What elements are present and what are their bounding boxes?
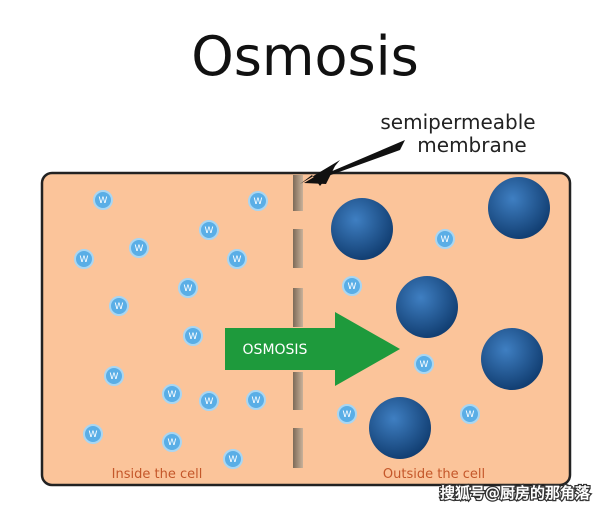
svg-text:W: W (80, 255, 89, 265)
membrane-segment (293, 175, 303, 211)
osmosis-arrow-label: OSMOSIS (243, 342, 308, 358)
solute-molecule-icon (331, 198, 393, 260)
solute-molecule-icon (396, 276, 458, 338)
svg-text:W: W (466, 410, 475, 420)
water-molecule-icon: W (227, 249, 247, 269)
water-molecule-icon: W (337, 404, 357, 424)
membrane-segment (293, 428, 303, 468)
inside-cell-label: Inside the cell (112, 467, 203, 482)
svg-text:W: W (110, 372, 119, 382)
svg-text:W: W (205, 397, 214, 407)
water-molecules: W W W W W W W W W W W W W W W W W W W W W (74, 190, 480, 469)
semipermeable-membrane (293, 175, 303, 468)
solute-molecules (331, 177, 550, 459)
water-molecule-icon: W (183, 326, 203, 346)
membrane-segment (293, 229, 303, 268)
svg-text:W: W (189, 332, 198, 342)
svg-text:W: W (254, 197, 263, 207)
water-molecule-icon: W (109, 296, 129, 316)
svg-text:W: W (252, 396, 261, 406)
outside-cell-label: Outside the cell (383, 467, 485, 482)
membrane-segment (293, 288, 303, 327)
watermark: 搜狐号@厨房的那角落 (440, 484, 591, 502)
water-molecule-icon: W (162, 384, 182, 404)
svg-text:W: W (233, 255, 242, 265)
membrane-label-line2: membrane (417, 133, 526, 157)
water-molecule-icon: W (178, 278, 198, 298)
water-molecule-icon: W (74, 249, 94, 269)
svg-text:W: W (89, 430, 98, 440)
svg-text:W: W (420, 360, 429, 370)
water-molecule-icon: W (129, 238, 149, 258)
svg-text:W: W (168, 438, 177, 448)
svg-text:W: W (205, 226, 214, 236)
diagram-title: Osmosis (191, 25, 419, 88)
water-molecule-icon: W (93, 190, 113, 210)
water-molecule-icon: W (414, 354, 434, 374)
svg-text:W: W (115, 302, 124, 312)
water-molecule-icon: W (104, 366, 124, 386)
water-molecule-icon: W (223, 449, 243, 469)
svg-text:W: W (441, 235, 450, 245)
svg-text:W: W (184, 284, 193, 294)
water-molecule-icon: W (199, 391, 219, 411)
water-molecule-icon: W (435, 229, 455, 249)
svg-text:W: W (348, 282, 357, 292)
solute-molecule-icon (481, 328, 543, 390)
solute-molecule-icon (488, 177, 550, 239)
water-molecule-icon: W (248, 191, 268, 211)
svg-text:W: W (99, 196, 108, 206)
svg-text:W: W (135, 244, 144, 254)
svg-text:W: W (343, 410, 352, 420)
water-molecule-icon: W (83, 424, 103, 444)
solute-molecule-icon (369, 397, 431, 459)
water-molecule-icon: W (342, 276, 362, 296)
water-molecule-icon: W (162, 432, 182, 452)
water-molecule-icon: W (246, 390, 266, 410)
svg-text:W: W (229, 455, 238, 465)
membrane-label-line1: semipermeable (380, 110, 535, 134)
svg-text:W: W (168, 390, 177, 400)
membrane-segment (293, 372, 303, 410)
water-molecule-icon: W (460, 404, 480, 424)
water-molecule-icon: W (199, 220, 219, 240)
pointer-arrowhead-icon (304, 164, 336, 184)
osmosis-arrow (225, 312, 400, 386)
